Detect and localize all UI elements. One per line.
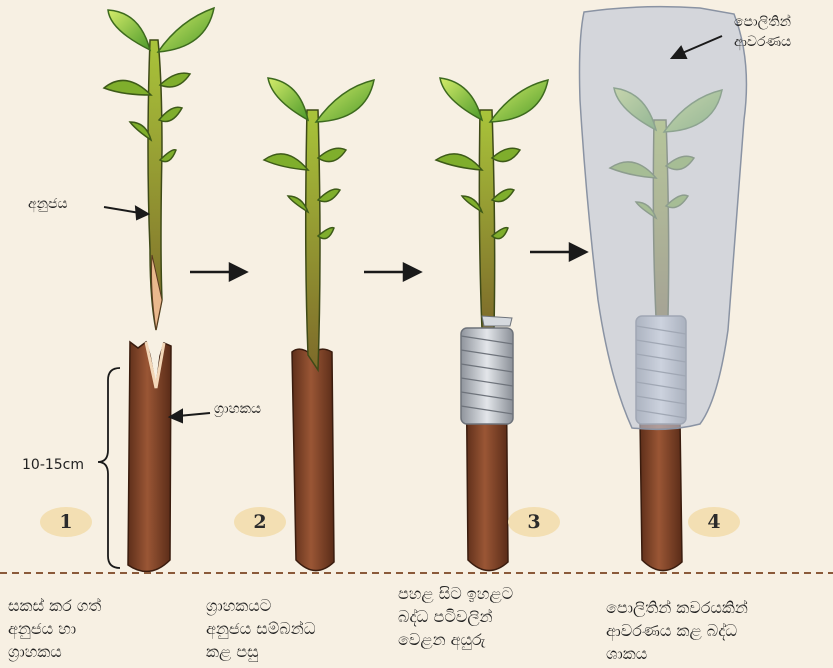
polythene-cover (580, 7, 747, 430)
step-3-caption-line: වෙළන අයුරු (398, 628, 598, 651)
step-4-caption: පොලිතින් කවරයකින් ආවරණය කළ බද්ධ ශාකය (606, 596, 830, 665)
step-1-caption: සකස් කර ගත් අනුජය හා ග්‍රාහකය (8, 594, 188, 663)
polythene-cover-label-line2: ආවරණය (734, 32, 791, 52)
step-4-badge: 4 (688, 507, 740, 537)
step-1-caption-line: ග්‍රාහකය (8, 640, 188, 663)
step1-rootstock (128, 342, 171, 571)
step-1-caption-line: අනුජය හා (8, 617, 188, 640)
scion-label: අනුජය (28, 196, 68, 212)
step-2-badge: 2 (234, 507, 286, 537)
polythene-cover-label: පොලිතින් ආවරණය (734, 12, 791, 52)
step-4-caption-line: ආවරණය කළ බද්ධ (606, 619, 830, 642)
step-3-caption-line: පහළ සිට ඉහළට (398, 582, 598, 605)
step-3-caption-line: බද්ධ පටිවලින් (398, 605, 598, 628)
step-2-caption-line: කළ පසු (206, 640, 396, 663)
step1-scion (104, 8, 214, 330)
step-1-caption-line: සකස් කර ගත් (8, 594, 188, 617)
step2-plant (264, 78, 374, 571)
length-brace (98, 368, 120, 568)
rootstock-label: ග්‍රාහකය (214, 401, 261, 417)
step-2-caption-line: ග්‍රාහකයට (206, 594, 396, 617)
step-3-badge: 3 (508, 507, 560, 537)
step-4-caption-line: පොලිතින් කවරයකින් (606, 596, 830, 619)
step-2-caption-line: අනුජය සම්බන්ධ (206, 617, 396, 640)
step-4-caption-line: ශාකය (606, 642, 830, 665)
step3-plant (436, 78, 548, 571)
step-arrows (190, 244, 586, 280)
step-1-badge: 1 (40, 507, 92, 537)
polythene-cover-label-line1: පොලිතින් (734, 12, 791, 32)
length-label: 10-15cm (22, 457, 84, 473)
step-3-caption: පහළ සිට ඉහළට බද්ධ පටිවලින් වෙළන අයුරු (398, 582, 598, 651)
step-2-caption: ග්‍රාහකයට අනුජය සම්බන්ධ කළ පසු (206, 594, 396, 663)
